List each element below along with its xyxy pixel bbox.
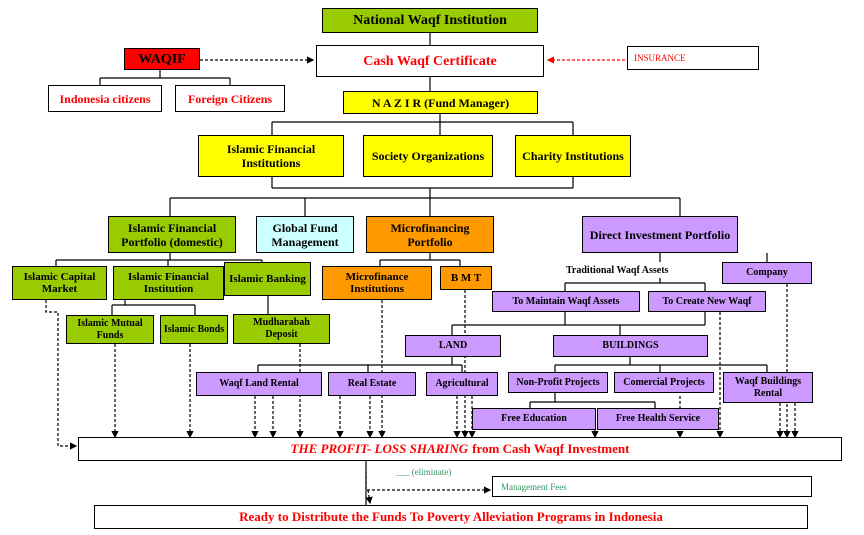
profit-loss-sharing-italic: THE PROFIT- LOSS SHARING xyxy=(290,441,469,456)
node-waqf-land-rental: Waqf Land Rental xyxy=(196,372,322,396)
node-land: LAND xyxy=(405,335,501,357)
node-nazir: N A Z I R (Fund Manager) xyxy=(343,91,538,114)
node-microfinance-institutions: Microfinance Institutions xyxy=(322,266,432,300)
node-agricultural: Agricultural xyxy=(426,372,498,396)
node-insurance: INSURANCE xyxy=(627,46,759,70)
node-islamic-bonds: Islamic Bonds xyxy=(160,315,228,344)
node-bmt: B M T xyxy=(440,266,492,290)
node-islamic-banking: Islamic Banking xyxy=(224,262,311,296)
node-islamic-capital-market: Islamic Capital Market xyxy=(12,266,107,300)
node-to-maintain-waqf-assets: To Maintain Waqf Assets xyxy=(492,291,640,312)
node-company: Company xyxy=(722,262,812,284)
node-national-waqf-institution: National Waqf Institution xyxy=(322,8,538,33)
node-islamic-financial-institution: Islamic Financial Institution xyxy=(113,266,224,300)
node-ready-to-distribute: Ready to Distribute the Funds To Poverty… xyxy=(94,505,808,529)
node-real-estate: Real Estate xyxy=(328,372,416,396)
node-society-organizations: Society Organizations xyxy=(363,135,493,177)
node-mudharabah-deposit: Mudharabah Deposit xyxy=(233,314,330,344)
node-microfinancing-portfolio: Microfinancing Portfolio xyxy=(366,216,494,253)
label-eliminate: ___ (eliminate) xyxy=(396,467,452,477)
node-free-health-service: Free Health Service xyxy=(597,408,719,430)
node-free-education: Free Education xyxy=(472,408,596,430)
label-traditional-waqf-assets: Traditional Waqf Assets xyxy=(566,265,669,276)
node-management-fees: Management Fees xyxy=(492,476,812,497)
profit-loss-sharing-rest: from Cash Waqf Investment xyxy=(472,441,630,456)
node-charity-institutions: Charity Institutions xyxy=(515,135,631,177)
node-to-create-new-waqf: To Create New Waqf xyxy=(648,291,766,312)
node-islamic-financial-portfolio: Islamic Financial Portfolio (domestic) xyxy=(108,216,236,253)
node-islamic-financial-institutions: Islamic Financial Institutions xyxy=(198,135,344,177)
node-non-profit-projects: Non-Profit Projects xyxy=(508,372,608,393)
node-cash-waqf-certificate: Cash Waqf Certificate xyxy=(316,45,544,77)
node-profit-loss-sharing: THE PROFIT- LOSS SHARING from Cash Waqf … xyxy=(78,437,842,461)
node-direct-investment-portfolio: Direct Investment Portfolio xyxy=(582,216,738,253)
node-comercial-projects: Comercial Projects xyxy=(614,372,714,393)
node-indonesia-citizens: Indonesia citizens xyxy=(48,85,162,112)
node-buildings: BUILDINGS xyxy=(553,335,708,357)
node-waqif: WAQIF xyxy=(124,48,200,70)
node-islamic-mutual-funds: Islamic Mutual Funds xyxy=(66,315,154,344)
node-waqf-buildings-rental: Waqf Buildings Rental xyxy=(723,372,813,403)
node-global-fund-management: Global Fund Management xyxy=(256,216,354,253)
node-foreign-citizens: Foreign Citizens xyxy=(175,85,285,112)
